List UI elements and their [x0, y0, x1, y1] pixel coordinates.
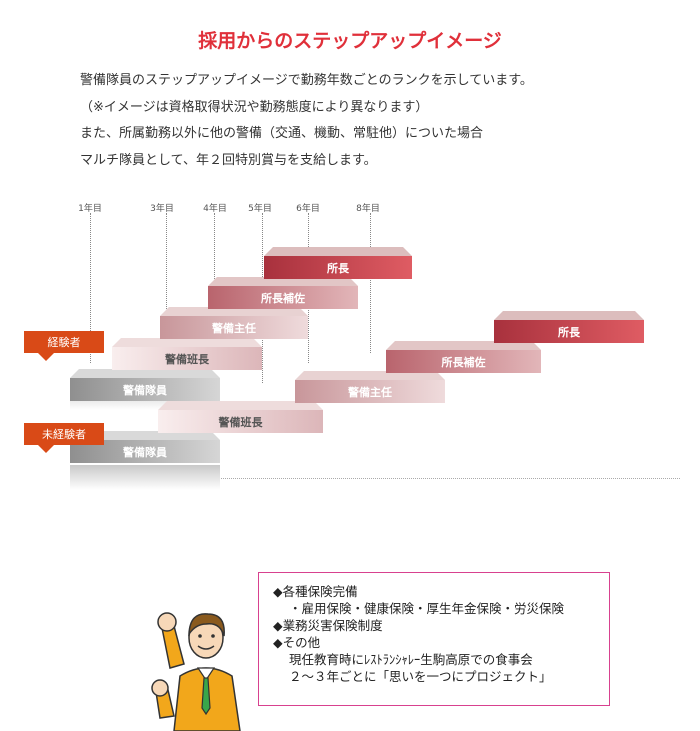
- year-label: 5年目: [248, 204, 272, 214]
- step-label: 警備主任: [295, 380, 445, 403]
- step-label: 所長補佐: [208, 286, 358, 309]
- benefit-line: ・雇用保険・健康保険・厚生年金保険・労災保険: [289, 601, 565, 616]
- intro-line: （※イメージは資格取得状況や勤務態度により異なります）: [80, 99, 429, 115]
- step-label: 警備隊員: [70, 440, 220, 463]
- year-label: 6年目: [296, 204, 320, 214]
- year-guide-line: [214, 213, 215, 283]
- year-guide-line: [370, 213, 371, 353]
- experienced-step: 警備隊員: [70, 369, 220, 401]
- year-label: 4年目: [203, 204, 227, 214]
- inexperienced-step: 警備隊員: [70, 431, 220, 463]
- year-label: 1年目: [78, 204, 102, 214]
- inexperienced-badge: 未経験者: [24, 423, 104, 453]
- benefit-line: ２～３年ごとに「思いを一つにプロジェクト」: [289, 669, 552, 684]
- intro-line: また、所属勤務以外に他の警備（交通、機動、常駐他）についた場合: [80, 126, 484, 141]
- step-label: 警備班長: [158, 410, 323, 433]
- intro-text: 警備隊員のステップアップイメージで勤務年数ごとのランクを示しています。 （※イメ…: [80, 68, 680, 174]
- step-label: 警備班長: [112, 347, 262, 370]
- year-label: 3年目: [150, 204, 174, 214]
- step-label: 所長補佐: [386, 350, 541, 373]
- benefit-line: ◆各種保険完備: [273, 584, 358, 599]
- inexperienced-step: 警備主任: [295, 371, 445, 403]
- step-label: 警備主任: [160, 316, 308, 339]
- year-guide-line: [90, 213, 91, 363]
- intro-line: 警備隊員のステップアップイメージで勤務年数ごとのランクを示しています。: [80, 73, 533, 88]
- experienced-badge: 経験者: [24, 331, 104, 361]
- year-label: 8年目: [356, 204, 380, 214]
- benefits-box: ◆各種保険完備 ・雇用保険・健康保険・厚生年金保険・労災保険 ◆業務災害保険制度…: [258, 572, 610, 706]
- baseline: [70, 478, 680, 479]
- inexperienced-step: 所長補佐: [386, 341, 541, 373]
- benefit-line: ◆業務災害保険制度: [273, 618, 383, 633]
- experienced-step: 所長補佐: [208, 277, 358, 309]
- benefit-line: ◆その他: [273, 635, 321, 650]
- benefit-line: 現任教育時にﾚｽﾄﾗﾝｼｬﾚｰ生駒高原での食事会: [289, 652, 533, 667]
- step-label: 所長: [264, 256, 412, 279]
- experienced-step: 警備班長: [112, 338, 262, 370]
- cheering-man-illustration: [140, 598, 250, 731]
- step-shadow: [70, 465, 220, 490]
- inexperienced-step: 警備班長: [158, 401, 323, 433]
- year-guide-line: [166, 213, 167, 313]
- inexperienced-step: 所長: [494, 311, 644, 343]
- step-label: 警備隊員: [70, 378, 220, 401]
- step-label: 所長: [494, 320, 644, 343]
- intro-line: マルチ隊員として、年２回特別賞与を支給します。: [80, 152, 377, 168]
- page-title: 採用からのステップアップイメージ: [198, 30, 502, 52]
- experienced-step: 所長: [264, 247, 412, 279]
- step-up-chart: 1年目 3年目 4年目 5年目 6年目 8年目 警備隊員 警備班長 警備主任 所…: [0, 195, 700, 505]
- experienced-step: 警備主任: [160, 307, 308, 339]
